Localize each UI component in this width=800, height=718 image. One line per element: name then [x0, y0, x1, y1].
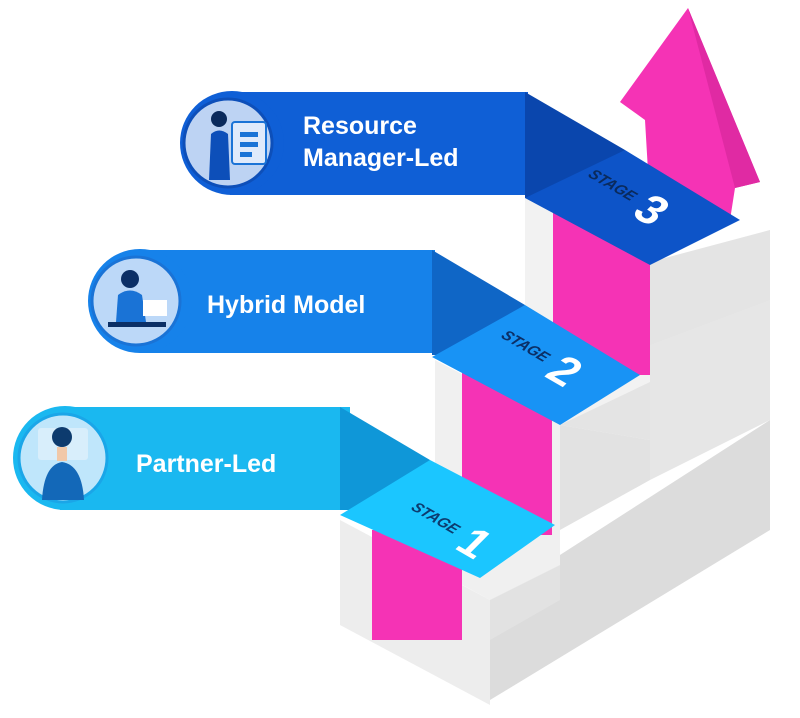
stage-2: Hybrid Model STAGE 2	[88, 249, 640, 425]
stage-3-tread	[525, 150, 740, 265]
staircase-riser-2	[560, 230, 770, 440]
staircase-side-face	[490, 420, 770, 700]
arrow-head	[620, 8, 760, 220]
stage-1-title-line-1: Partner-Led	[136, 450, 276, 478]
stage-3-title-line-1: Resource	[303, 112, 417, 140]
person-at-laptop-icon	[108, 270, 167, 327]
person-thinking-icon	[38, 427, 88, 500]
stage-1-tread	[340, 460, 555, 578]
stage-3: Resource Manager-Led STAGE 3	[180, 91, 740, 265]
stage-2-title-line-1: Hybrid Model	[207, 291, 365, 319]
stage-2-tread	[432, 305, 640, 425]
stage-1: Partner-Led STAGE 1	[13, 406, 555, 578]
staircase-riser-1	[490, 425, 650, 640]
person-presenting-icon	[209, 111, 267, 180]
stage-3-title-line-2: Manager-Led	[303, 144, 459, 172]
arrow-head-shade	[688, 8, 760, 188]
